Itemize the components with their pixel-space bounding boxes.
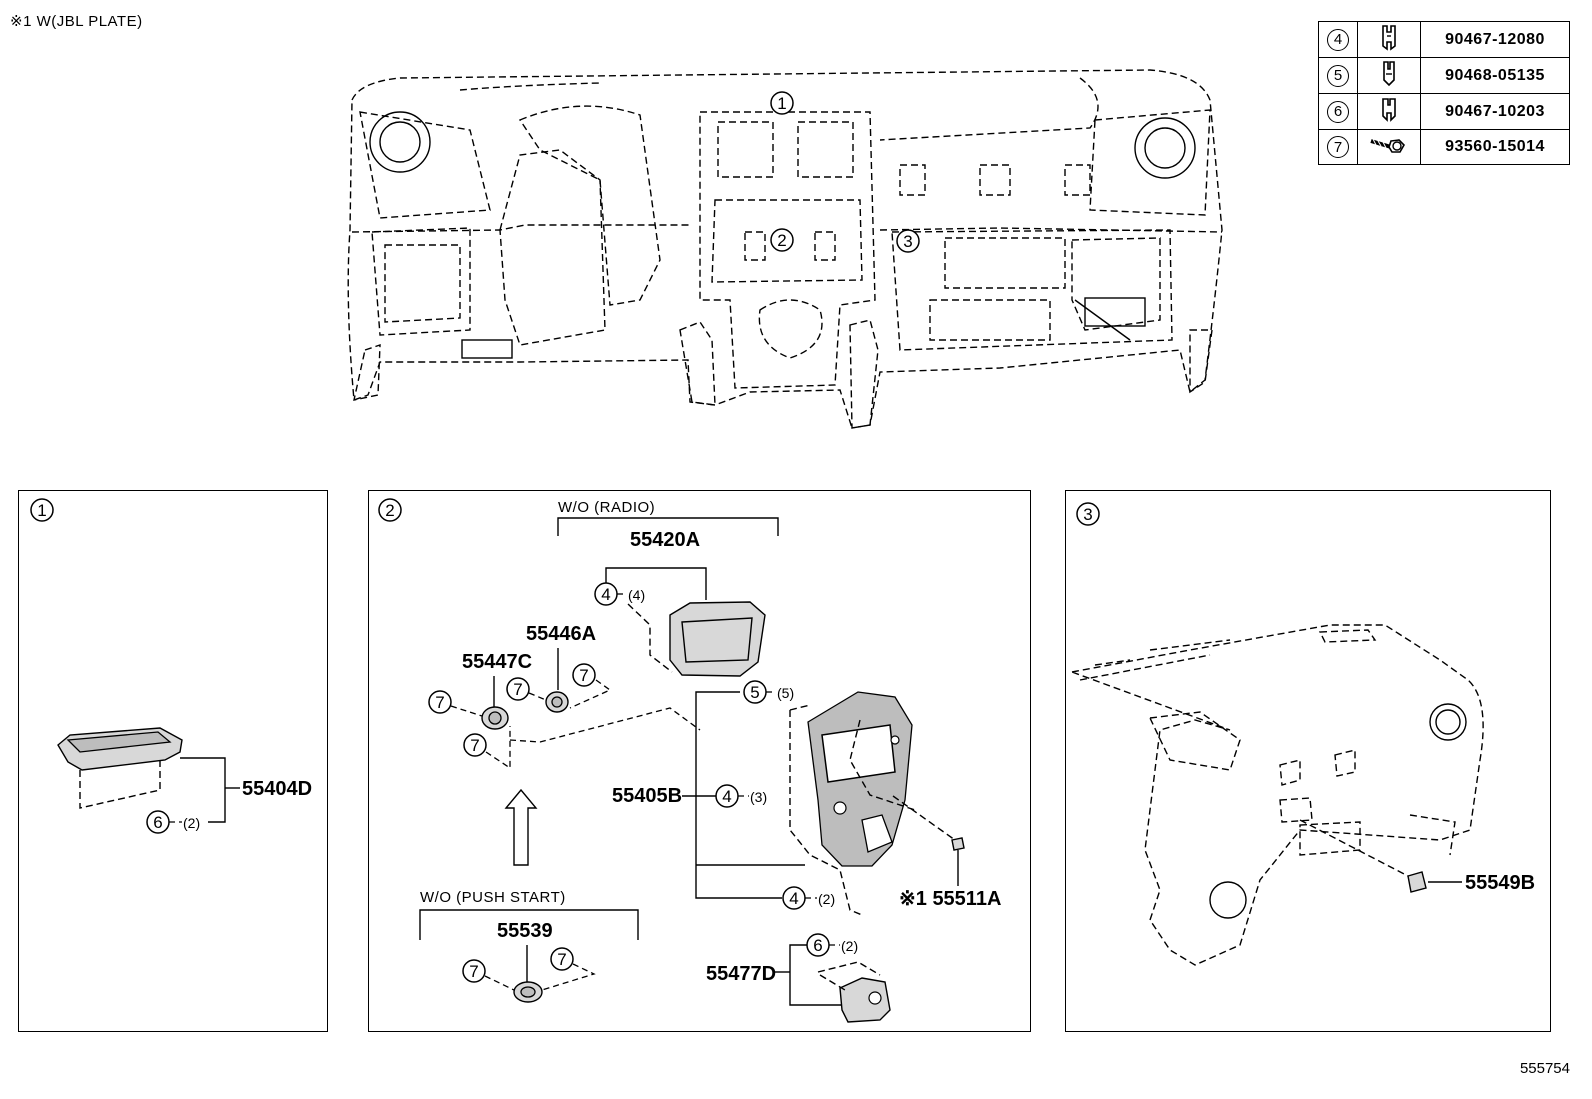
panel-2-id: 2: [378, 498, 402, 522]
ref-7: 7: [506, 677, 530, 701]
part-number-55511A: ※1 55511A: [899, 888, 1001, 910]
panel-1-id: 1: [30, 498, 54, 522]
part-number-55477D: 55477D: [706, 963, 776, 985]
switch-part-55446A: [545, 691, 569, 713]
part-number-55539: 55539: [497, 920, 553, 942]
detail-panel-3: [1065, 490, 1551, 1032]
svg-text:7: 7: [557, 950, 566, 969]
clip-quantity: (2): [183, 815, 200, 831]
svg-text:7: 7: [470, 736, 479, 755]
ref-4: 4: [715, 784, 739, 808]
plate-part-55511A: [892, 795, 965, 851]
svg-text:4: 4: [601, 585, 610, 604]
panel-id-label: 3: [1083, 505, 1092, 524]
svg-text:7: 7: [579, 666, 588, 685]
instrument-panel-overview: [347, 69, 1223, 429]
ref-label: 6: [153, 813, 162, 832]
quantity: (4): [628, 587, 645, 603]
svg-text:6: 6: [813, 936, 822, 955]
group-label-without-push-start: W/O (PUSH START): [420, 889, 566, 906]
legend-row: 7 93560-15014: [1318, 129, 1570, 165]
part-number-55447C: 55447C: [462, 651, 532, 673]
panel-3-id: 3: [1076, 502, 1100, 526]
ref-7: 7: [550, 947, 574, 971]
svg-text:5: 5: [750, 683, 759, 702]
ref-4: 4: [782, 886, 806, 910]
legend-row: 5 90468-05135: [1318, 57, 1570, 94]
ref-7: 7: [462, 959, 486, 983]
quantity: (3): [750, 789, 767, 805]
ref-5: 5: [743, 680, 767, 704]
center-register-part-55404D: [57, 727, 183, 809]
quantity: (2): [818, 891, 835, 907]
legend-row: 4 90467-12080: [1318, 21, 1570, 58]
legend-key: 5: [1327, 64, 1349, 87]
center-bezel-part-55405B: [789, 691, 916, 916]
bracket-part-55477D: [817, 961, 891, 1023]
detail-panel-2: [368, 490, 1031, 1032]
instrument-panel-detail: [1069, 624, 1484, 966]
overview-callout-3: 3: [896, 229, 920, 253]
legend-part-number: 90468-05135: [1420, 57, 1570, 94]
panel-id-label: 1: [37, 501, 46, 520]
legend-key: 6: [1327, 100, 1349, 123]
arrow-up-icon: [504, 788, 538, 866]
callout-label: 1: [777, 94, 786, 113]
overview-callout-2: 2: [770, 228, 794, 252]
quantity: (2): [841, 938, 858, 954]
fastener-legend-table: 4 90467-12080 5 90468-05135 6 90467-1020…: [1318, 21, 1570, 165]
clip-ref-6: 6: [146, 810, 170, 834]
callout-label: 3: [903, 232, 912, 251]
push-start-part-55539: [513, 981, 543, 1003]
part-number-55405B: 55405B: [612, 785, 682, 807]
plate-part-55549B: [1299, 819, 1427, 893]
ref-4-radio: 4: [594, 582, 618, 606]
group-label-without-radio: W/O (RADIO): [558, 499, 655, 516]
radio-part-55420A: [627, 601, 766, 677]
ref-6: 6: [806, 933, 830, 957]
svg-text:4: 4: [722, 787, 731, 806]
part-number-55446A: 55446A: [526, 623, 596, 645]
svg-text:4: 4: [789, 889, 798, 908]
ref-7: 7: [463, 733, 487, 757]
legend-key: 4: [1327, 28, 1349, 51]
panel-id-label: 2: [385, 501, 394, 520]
figure-number: 555754: [1519, 1060, 1570, 1077]
clip-icon: [1357, 93, 1421, 130]
svg-text:7: 7: [469, 962, 478, 981]
ref-7: 7: [572, 663, 596, 687]
jbl-plate-note: ※1 W(JBL PLATE): [10, 13, 143, 30]
detail-panel-1: [18, 490, 328, 1032]
callout-label: 2: [777, 231, 786, 250]
legend-part-number: 93560-15014: [1420, 129, 1570, 165]
screw-icon: [1357, 129, 1421, 165]
legend-row: 6 90467-10203: [1318, 93, 1570, 130]
part-number-55549B: 55549B: [1465, 872, 1535, 894]
legend-part-number: 90467-10203: [1420, 93, 1570, 130]
legend-key: 7: [1327, 136, 1349, 158]
svg-text:7: 7: [435, 693, 444, 712]
part-number-55420A: 55420A: [630, 529, 700, 551]
svg-text:7: 7: [513, 680, 522, 699]
ref-7: 7: [428, 690, 452, 714]
switch-part-55447C: [481, 706, 509, 730]
quantity: (5): [777, 685, 794, 701]
overview-callout-1: 1: [770, 91, 794, 115]
part-number-55404D: 55404D: [242, 778, 312, 800]
